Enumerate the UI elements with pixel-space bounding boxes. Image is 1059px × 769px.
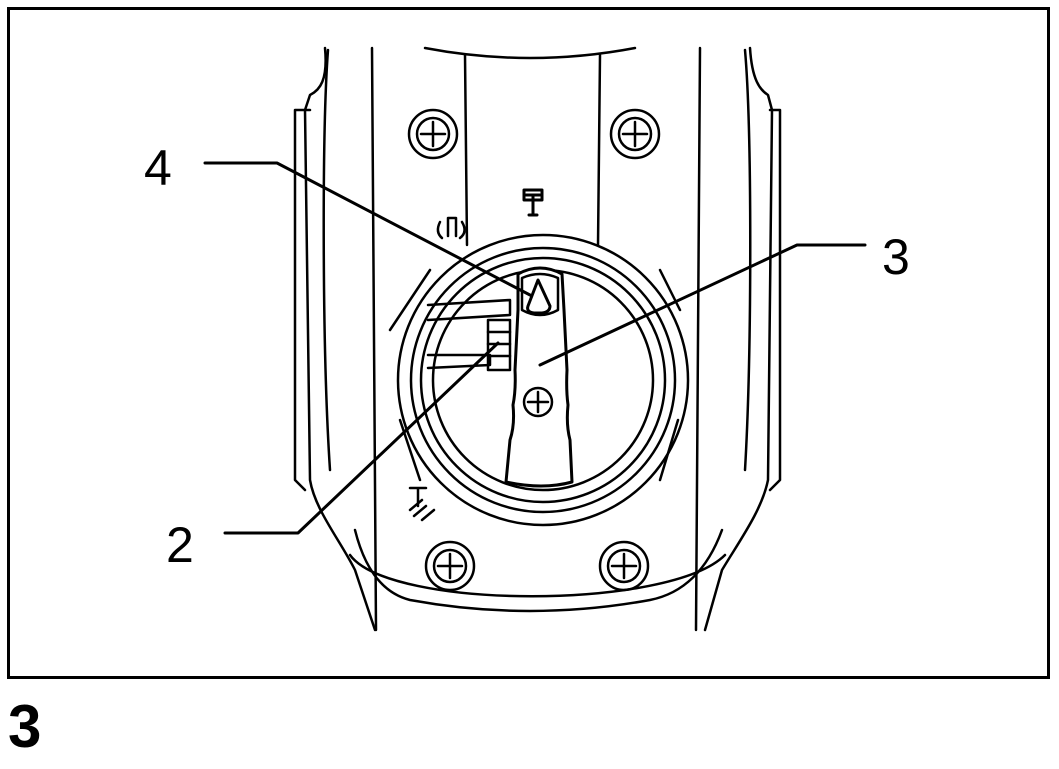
callout-2: 2 [166, 517, 194, 573]
tool-body [293, 46, 782, 632]
callout-4: 4 [144, 140, 172, 196]
mode-change-lever[interactable] [504, 266, 574, 488]
hammer-only-symbol [522, 188, 544, 217]
lever-pointer-indicator [526, 278, 552, 315]
tool-illustration [203, 46, 867, 632]
screw-bottom-right [598, 540, 650, 592]
rotation-with-hammering-symbol [408, 486, 436, 522]
figure-frame: 4 3 2 [7, 7, 1050, 679]
screw-top-right [609, 108, 661, 160]
figure-number: 3 [8, 693, 42, 760]
leader-lines [203, 161, 867, 535]
screw-top-left [407, 108, 459, 160]
lock-button[interactable] [426, 298, 512, 372]
rotation-only-symbol [436, 216, 466, 240]
callout-3: 3 [882, 229, 910, 285]
screw-bottom-left [424, 540, 476, 592]
